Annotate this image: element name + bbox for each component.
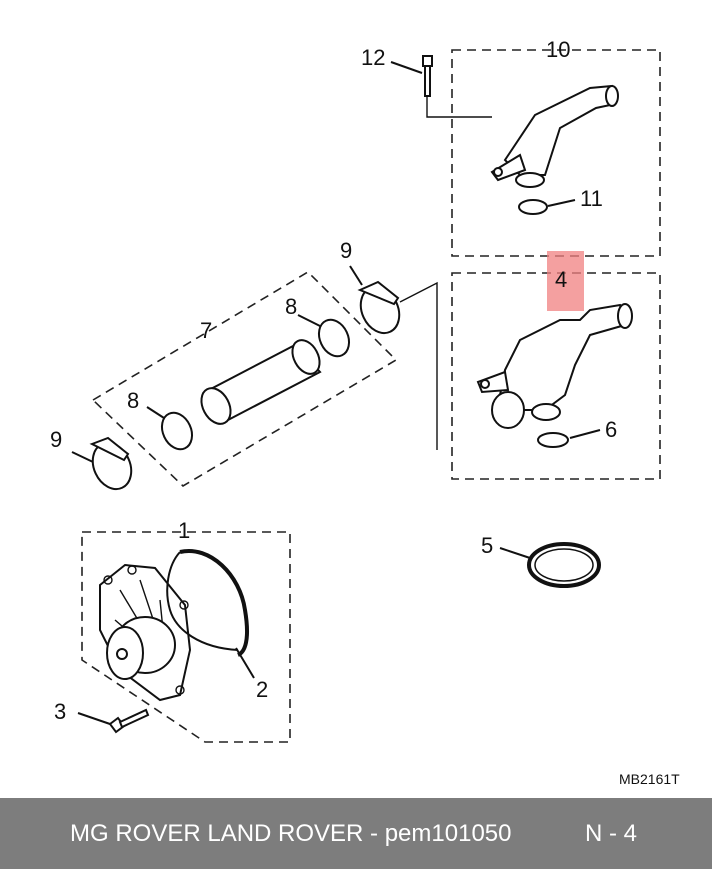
thermostat-housing — [476, 303, 633, 429]
callout-8-upper: 8 — [285, 294, 297, 319]
callout-5: 5 — [481, 533, 493, 558]
group-box-4 — [451, 272, 661, 480]
o-ring-8-lower — [160, 411, 194, 451]
highlight-4 — [547, 251, 584, 311]
leader-6 — [569, 429, 601, 439]
leader-8-lower — [146, 406, 165, 419]
callout-2: 2 — [256, 677, 268, 702]
callout-9-upper: 9 — [340, 238, 352, 263]
callout-11: 11 — [580, 186, 603, 211]
leader-9-upper — [349, 265, 363, 286]
coolant-hose-7 — [200, 339, 322, 425]
leader-12 — [390, 61, 423, 74]
callout-3: 3 — [54, 699, 66, 724]
callout-6: 6 — [605, 417, 617, 442]
hose-clip-9-lower — [89, 436, 133, 491]
connector-line — [399, 281, 438, 450]
footer-page-number: N - 4 — [585, 820, 638, 847]
callout-12: 12 — [361, 45, 385, 70]
coolant-outlet-elbow — [490, 84, 619, 188]
callout-7: 7 — [200, 318, 212, 343]
diagram-code: MB2161T — [619, 771, 680, 787]
callout-1: 1 — [178, 518, 190, 543]
callout-4: 4 — [555, 267, 567, 292]
seal-ring-5 — [527, 542, 601, 588]
callout-10: 10 — [546, 37, 570, 62]
o-ring-8-upper — [317, 318, 351, 358]
leader-5 — [499, 547, 531, 559]
callout-9-lower: 9 — [50, 427, 62, 452]
group-box-10 — [451, 49, 661, 257]
leader-11 — [547, 199, 576, 207]
o-ring-6 — [537, 432, 569, 448]
leader-3 — [77, 712, 111, 725]
group-box-1 — [81, 531, 291, 743]
hose-clip-9-upper — [357, 280, 401, 335]
footer-title: MG ROVER LAND ROVER - pem101050 — [70, 820, 512, 847]
leader-9-lower — [71, 451, 94, 463]
bolt-12 — [422, 55, 492, 118]
callout-8-lower: 8 — [127, 388, 139, 413]
pump-gasket-2 — [166, 548, 249, 657]
footer-bar: MG ROVER LAND ROVER - pem101050 N - 4 — [0, 798, 712, 869]
group-box-7 — [91, 270, 398, 487]
leader-8-upper — [297, 314, 321, 327]
exploded-parts-diagram: 10 12 11 4 6 7 8 — [50, 37, 680, 787]
o-ring-11 — [518, 199, 548, 215]
bolt-3 — [108, 708, 150, 734]
leader-2 — [235, 647, 255, 679]
water-pump — [99, 563, 192, 702]
